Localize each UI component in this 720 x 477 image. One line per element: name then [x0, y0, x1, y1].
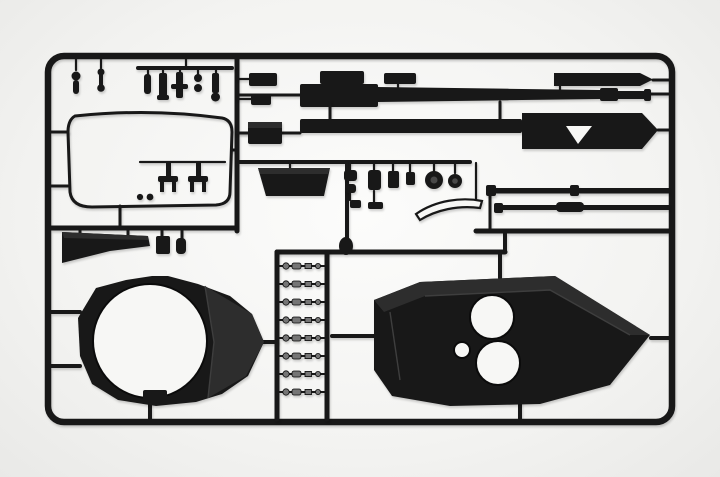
- tiny-parts-row: [278, 315, 326, 325]
- tiny-parts-row: [278, 351, 326, 361]
- curved-blade: [414, 161, 484, 222]
- sprue-frame: [44, 52, 676, 426]
- barrel-top-strip-right: [554, 73, 653, 86]
- turret-ring-hole: [92, 283, 208, 399]
- tiny-parts-row: [278, 297, 326, 307]
- hull-small-opening: [453, 341, 471, 359]
- barrel-top-cover-mid: [384, 73, 416, 84]
- hull-hatch-upper: [469, 294, 515, 340]
- tiny-parts-row: [278, 333, 326, 343]
- thick-barrel-section: [522, 113, 658, 149]
- bracket-part: [156, 236, 170, 254]
- rim-outline-part: [66, 110, 234, 209]
- machine-gun-barrels: [486, 185, 669, 213]
- hull-hatch-lower: [475, 340, 521, 386]
- tiny-parts-row: [278, 279, 326, 289]
- lower-barrel-strip: [300, 100, 658, 149]
- small-fitting-parts: [344, 170, 462, 209]
- tow-hook-parts: [136, 162, 208, 201]
- tiny-parts-row: [278, 261, 326, 271]
- turret-base: [78, 276, 264, 406]
- glacis-wedge: [258, 160, 462, 209]
- barrel-notch: [566, 126, 592, 144]
- turret-base-tab: [143, 390, 167, 404]
- tiny-parts-row: [278, 369, 326, 379]
- detail-ladder: [274, 249, 330, 422]
- tiny-parts-row: [278, 387, 326, 397]
- periscope-parts: [136, 57, 234, 102]
- barrel-muzzle: [644, 89, 651, 101]
- barrel-breech: [300, 84, 378, 107]
- barrel-sleeve: [556, 202, 584, 212]
- upper-hull: [374, 276, 650, 406]
- antenna-parts: [71, 57, 105, 94]
- fender-strip: [62, 232, 186, 263]
- strip-plank: [300, 119, 522, 133]
- main-gun-barrel: [300, 71, 653, 107]
- barrel-top-cover-left: [320, 71, 364, 84]
- barrel-tube: [378, 87, 600, 102]
- small-box-parts: [235, 73, 282, 144]
- cylinder-part: [176, 238, 186, 254]
